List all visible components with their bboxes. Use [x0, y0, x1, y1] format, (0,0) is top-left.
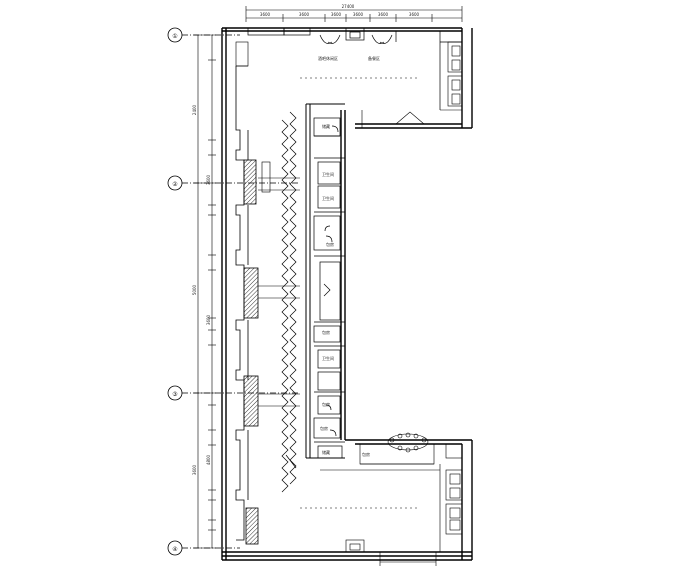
label-room-e: 包房	[362, 451, 370, 457]
top-dimension-total: 27400	[342, 4, 355, 9]
hatched-walls	[243, 159, 259, 545]
label-room-a: 包房	[326, 241, 334, 247]
outer-walls	[221, 27, 473, 561]
left-dimension-chain	[194, 34, 216, 549]
grid-axis-4-label: ④	[172, 546, 177, 553]
label-room-b: 包房	[322, 329, 330, 335]
spine-rooms	[313, 117, 345, 459]
label-room-c: 包房	[322, 401, 330, 407]
grid-axis-1-label: ①	[172, 33, 177, 40]
label-top-hall-b: 备餐区	[368, 55, 380, 61]
top-dimension-2: 3600	[299, 12, 310, 17]
top-wing-interior	[235, 41, 463, 128]
top-facade	[247, 27, 462, 110]
label-wc-1: 卫生间	[322, 171, 334, 177]
top-dimension-5: 3600	[378, 12, 389, 17]
grid-axis-bubbles	[167, 27, 300, 556]
label-wc-2: 卫生间	[322, 195, 334, 201]
grid-axis-3-label: ③	[172, 391, 177, 398]
label-top-hall-a: 酒吧休闲区	[318, 55, 338, 61]
top-dimension-1: 3600	[260, 12, 271, 17]
label-store-2: 储藏	[322, 449, 330, 455]
label-room-d: 包房	[320, 425, 328, 431]
zigzag-partitions	[281, 111, 297, 493]
left-dimension-1: 2400	[192, 104, 197, 115]
top-dimension-6: 3600	[409, 12, 420, 17]
left-facade-profile	[235, 66, 249, 541]
left-dimension-3: 3600	[192, 464, 197, 475]
top-dimension-3: 3600	[331, 12, 342, 17]
left-dimension-4: 3600	[206, 174, 211, 185]
top-dimension-chain	[245, 6, 463, 22]
top-dimension-4: 3600	[353, 12, 364, 17]
left-dimension-6: 4800	[206, 454, 211, 465]
left-dimension-5: 3600	[206, 314, 211, 325]
left-dimension-2: 5000	[192, 284, 197, 295]
bottom-wing-interior	[300, 432, 463, 566]
beam-lines	[258, 161, 300, 407]
label-store-1: 储藏	[322, 123, 330, 129]
grid-axis-2-label: ②	[172, 181, 178, 188]
label-wc-3: 卫生间	[322, 355, 334, 361]
